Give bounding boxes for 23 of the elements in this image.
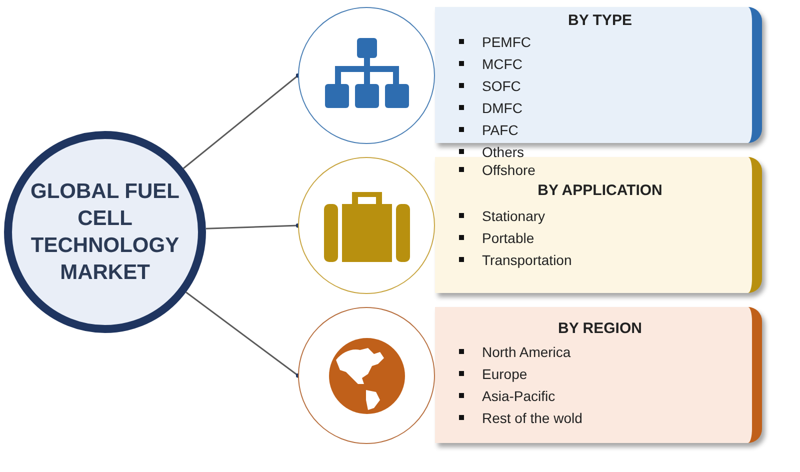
panel-heading: BY APPLICATION [538,182,662,199]
list-item: Europe [482,366,528,382]
list-item: Portable [482,230,534,246]
list-item: SOFC [482,78,521,94]
connector-line [206,223,300,230]
panel-heading: BY REGION [558,320,642,337]
market-title: GLOBAL FUEL CELL TECHNOLOGY MARKET [30,179,180,286]
panel-heading: BY TYPE [568,12,632,29]
list-item: Others [482,144,524,160]
list-item: Stationary [482,208,546,224]
list-item: Asia-Pacific [482,388,556,404]
segment-panel [435,157,762,293]
list-item: Rest of the wold [482,410,582,426]
connector-line [182,73,300,169]
list-item: PEMFC [482,34,531,50]
segment-panel [435,307,762,443]
list-item: North America [482,344,571,360]
list-item: DMFC [482,100,522,116]
list-item: MCFC [482,56,522,72]
list-item: Offshore [482,162,536,178]
connector-line [186,292,300,378]
list-item: Transportation [482,252,572,268]
list-item: PAFC [482,122,518,138]
